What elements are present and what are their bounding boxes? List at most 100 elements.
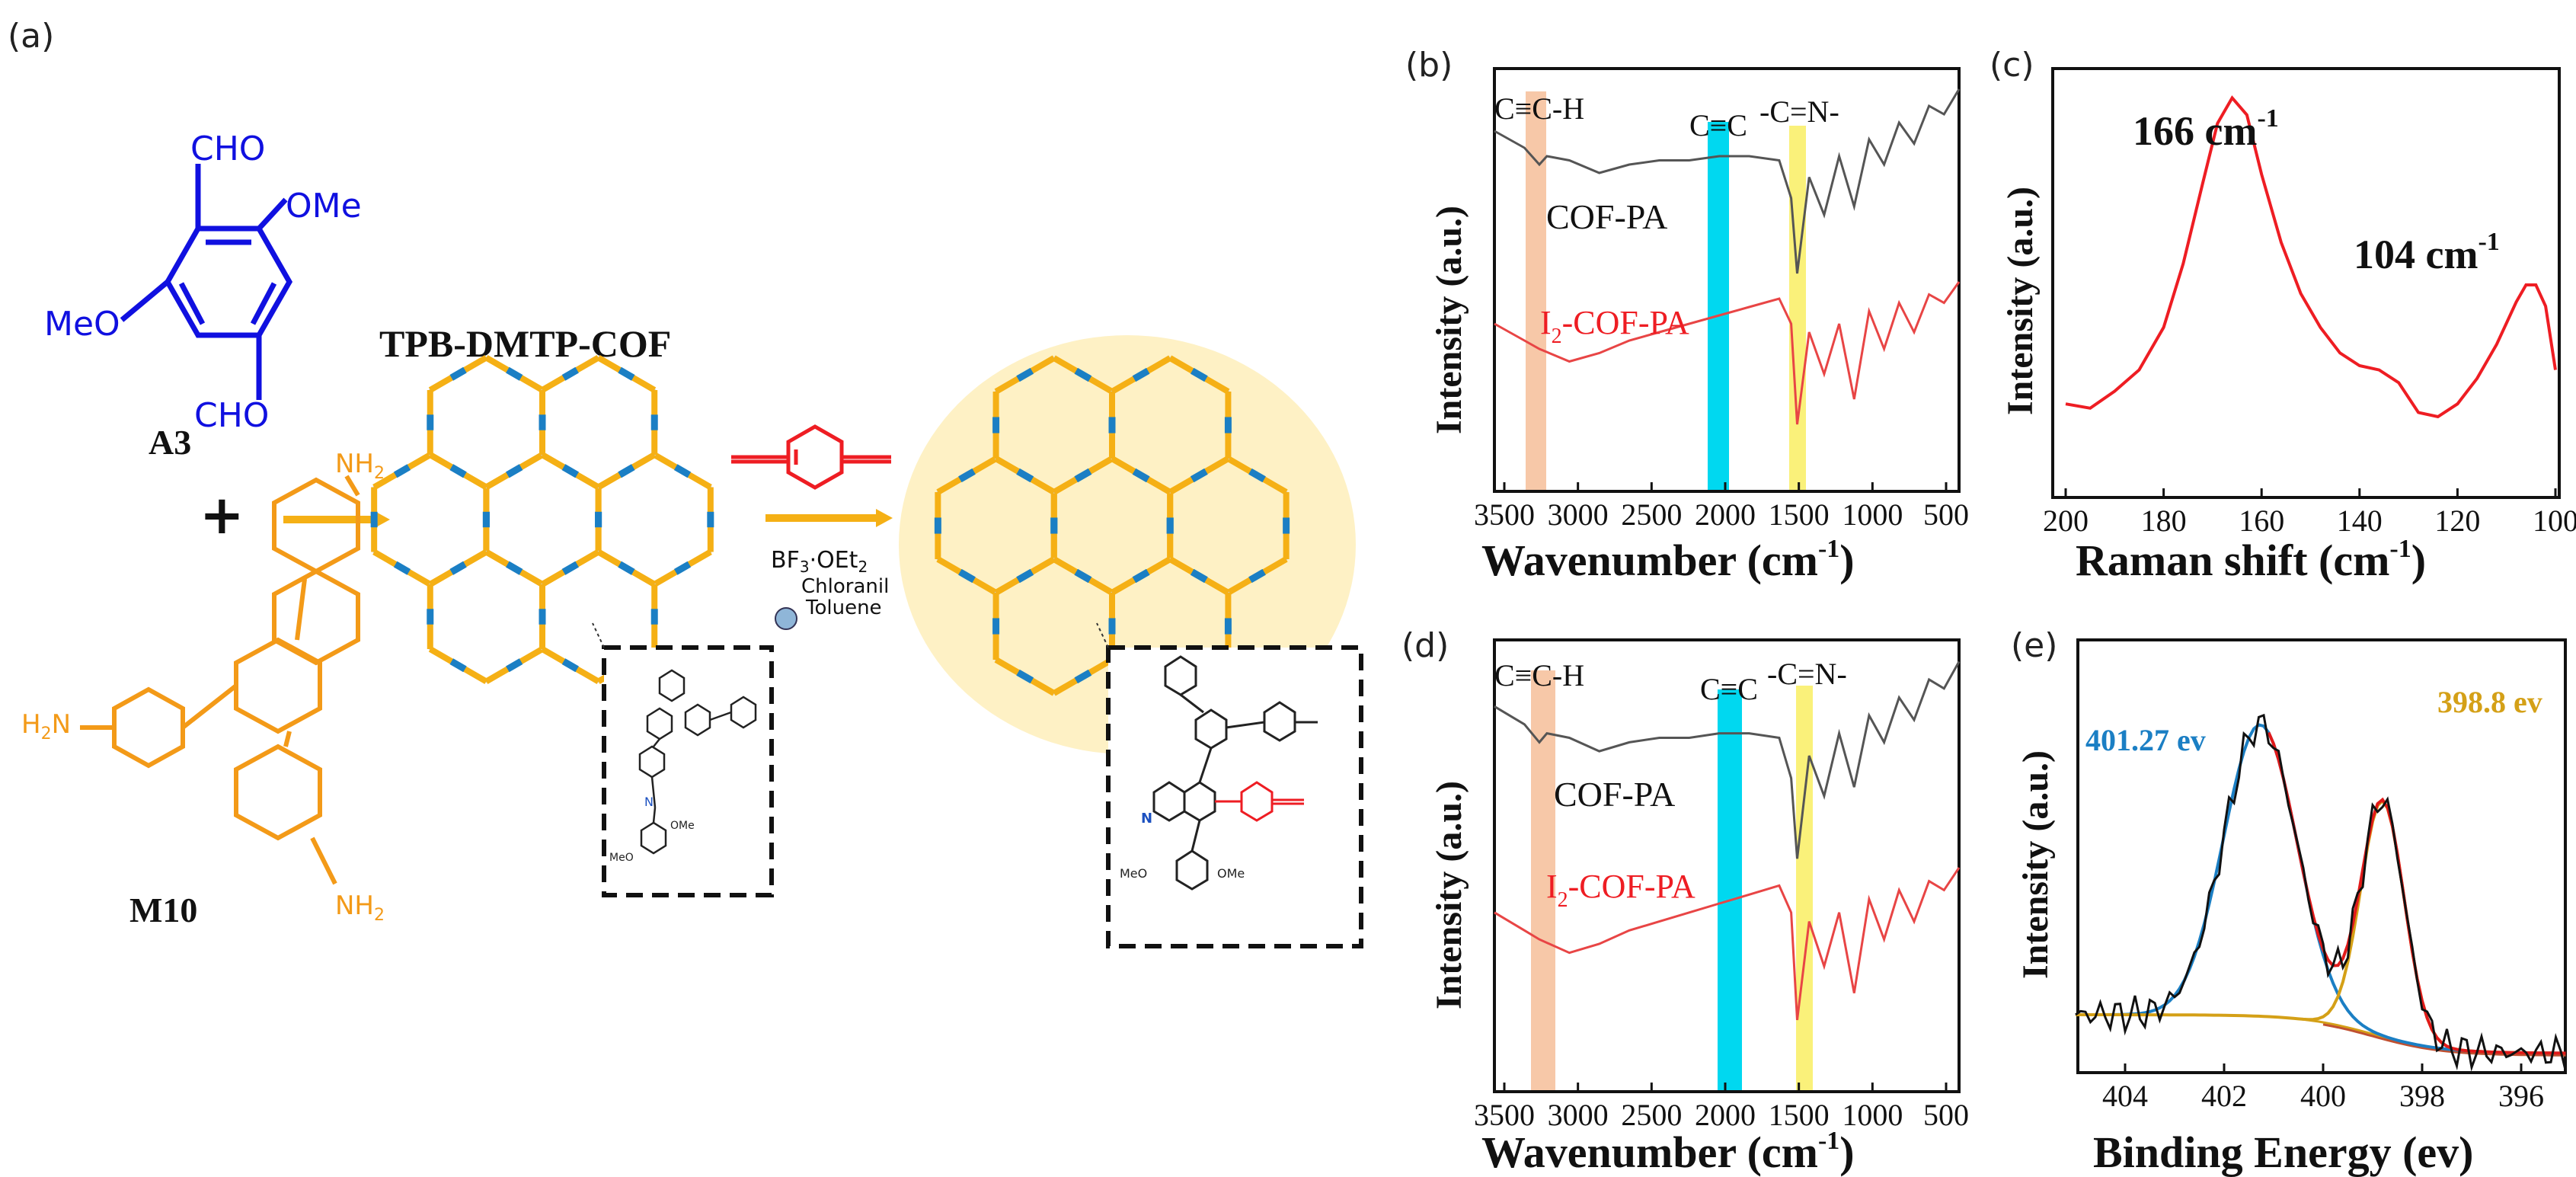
panel-b-tick-label: 1500 [1769,497,1830,532]
panel-d-series-label-i2-cof-pa: I2-COF-PA [1546,868,1695,912]
monomer-m10-h2n-left: H2N [21,709,71,744]
panel-c-tick-label: 180 [2141,504,2187,538]
monomer-a3-ome: OMe [286,187,362,225]
panel-b-tick-label: 3000 [1548,497,1609,532]
monomer-a3-meo: MeO [44,305,120,344]
cof-imine-link [1132,468,1150,483]
panel-a: (a) CHO OMe MeO CHO A3 + [8,17,1363,948]
panel-d-trace-i2-cof-pa [1494,867,1961,1021]
panel-c-peak-166: 166 cm-1 [2133,104,2279,154]
panel-c-label: (c) [1990,46,2034,85]
panel-d-series-label-cof-pa: COF-PA [1554,775,1675,814]
reaction-arrow-2-head [876,509,893,527]
panel-b-band-ch [1526,91,1546,491]
panel-d-trace-cof-pa [1494,660,1961,859]
panel-d-band-cc [1718,689,1742,1092]
panel-c-axes-frame [2051,67,2561,499]
panel-c-tick-label: 100 [2533,504,2576,538]
cof-imine-link [618,366,635,381]
panel-e-envelope [2267,731,2566,1055]
cof-imine-link [449,366,467,381]
panel-c-tick-label: 140 [2337,504,2383,538]
panel-b-trace-i2-cof-pa [1494,281,1961,425]
panel-e-ylabel: Intensity (a.u.) [2015,750,2056,979]
panel-e-tick-label: 402 [2201,1079,2247,1113]
panel-b-trace-cof-pa [1494,88,1961,274]
cof-imine-link [1074,468,1092,483]
monomer-m10-structure [80,475,360,885]
cof-imine-link [449,561,467,575]
monomer-m10-nh2-top: NH2 [335,449,385,483]
panel-d-label: (d) [1401,626,1449,665]
cof-imine-link [1132,568,1150,584]
reagent-toluene: Toluene [805,596,882,619]
cof-imine-link [506,464,523,478]
panel-d-band-ch [1531,670,1555,1092]
panel-e-axes-frame [2076,638,2567,1074]
panel-e-peak-label-398: 398.8 ev [2437,685,2542,719]
inset-2-structure [1152,655,1318,891]
cof-imine-link [561,658,579,673]
cof-imine-link [449,464,467,478]
cof-imine-link [1016,669,1034,684]
panel-c-peak-104: 104 cm-1 [2354,228,2500,277]
panel-c-ylabel: Intensity (a.u.) [2000,187,2041,415]
cof-imine-link [1190,367,1208,382]
reagent-chloranil: Chloranil [801,575,889,598]
panel-d-tick-label: 500 [1923,1098,1969,1132]
inset-1-meo: MeO [609,852,634,864]
panel-d-tick-label: 1500 [1769,1098,1830,1132]
cof-imine-link [1190,568,1208,584]
panel-b-series-label-cof-pa: COF-PA [1546,197,1667,236]
inset-1-n: N [644,795,654,809]
cof-imine-link [1016,468,1034,483]
panel-b-xlabel: Wavenumber (cm-1) [1481,535,1855,585]
panel-b-tick-label: 2000 [1695,497,1756,532]
plus-sign: + [200,484,244,546]
cof-imine-link [1132,367,1150,382]
cof-imine-link [618,464,635,478]
inset-2-alkyne [1215,781,1304,822]
panel-d-tick-label: 1000 [1842,1098,1903,1132]
inset-1-structure [638,669,757,855]
panel-b-band-label-ch: C≡C-H [1494,91,1584,126]
panel-d-xlabel: Wavenumber (cm-1) [1481,1127,1855,1177]
monomer-m10-name: M10 [129,891,197,929]
reagent-bf3: BF3·OEt2 [771,547,868,576]
panel-b-ylabel: Intensity (a.u.) [1429,206,1469,434]
cof-imine-link [673,464,692,478]
panel-d-ylabel: Intensity (a.u.) [1429,781,1469,1009]
panel-c-tick-label: 160 [2239,504,2284,538]
panel-b-label: (b) [1405,46,1453,85]
monomer-a3-cho-top: CHO [190,130,265,168]
panel-b-band-cc [1708,122,1729,491]
cof-imine-link [1016,367,1034,382]
panel-b-tick-label: 1000 [1842,497,1903,532]
cof-imine-link [958,468,976,483]
inset-2-box [1106,645,1363,948]
monomer-a3-cho-bottom: CHO [194,396,269,435]
panel-e-peak-label-401: 401.27 ev [2085,723,2206,757]
cof-1-honeycomb [370,355,714,684]
panel-b-band-cn [1789,126,1806,491]
inset-2-ome: OMe [1217,866,1245,881]
panel-b-tick-label: 2500 [1621,497,1682,532]
phenylacetylene-structure [731,424,891,490]
panel-e-xlabel: Binding Energy (ev) [2093,1127,2474,1177]
panel-e-fit-398 [2076,798,2566,1055]
panel-e-tick-label: 396 [2498,1079,2544,1113]
cof-imine-link [1190,468,1208,483]
monomer-a3-name: A3 [149,423,191,462]
cof-1-title: TPB-DMTP-COF [379,322,671,365]
inset-1-ome: OMe [670,820,695,832]
inset-2-n: N [1141,811,1152,827]
cof-imine-link [958,568,976,584]
cof-imine-link [506,366,523,381]
